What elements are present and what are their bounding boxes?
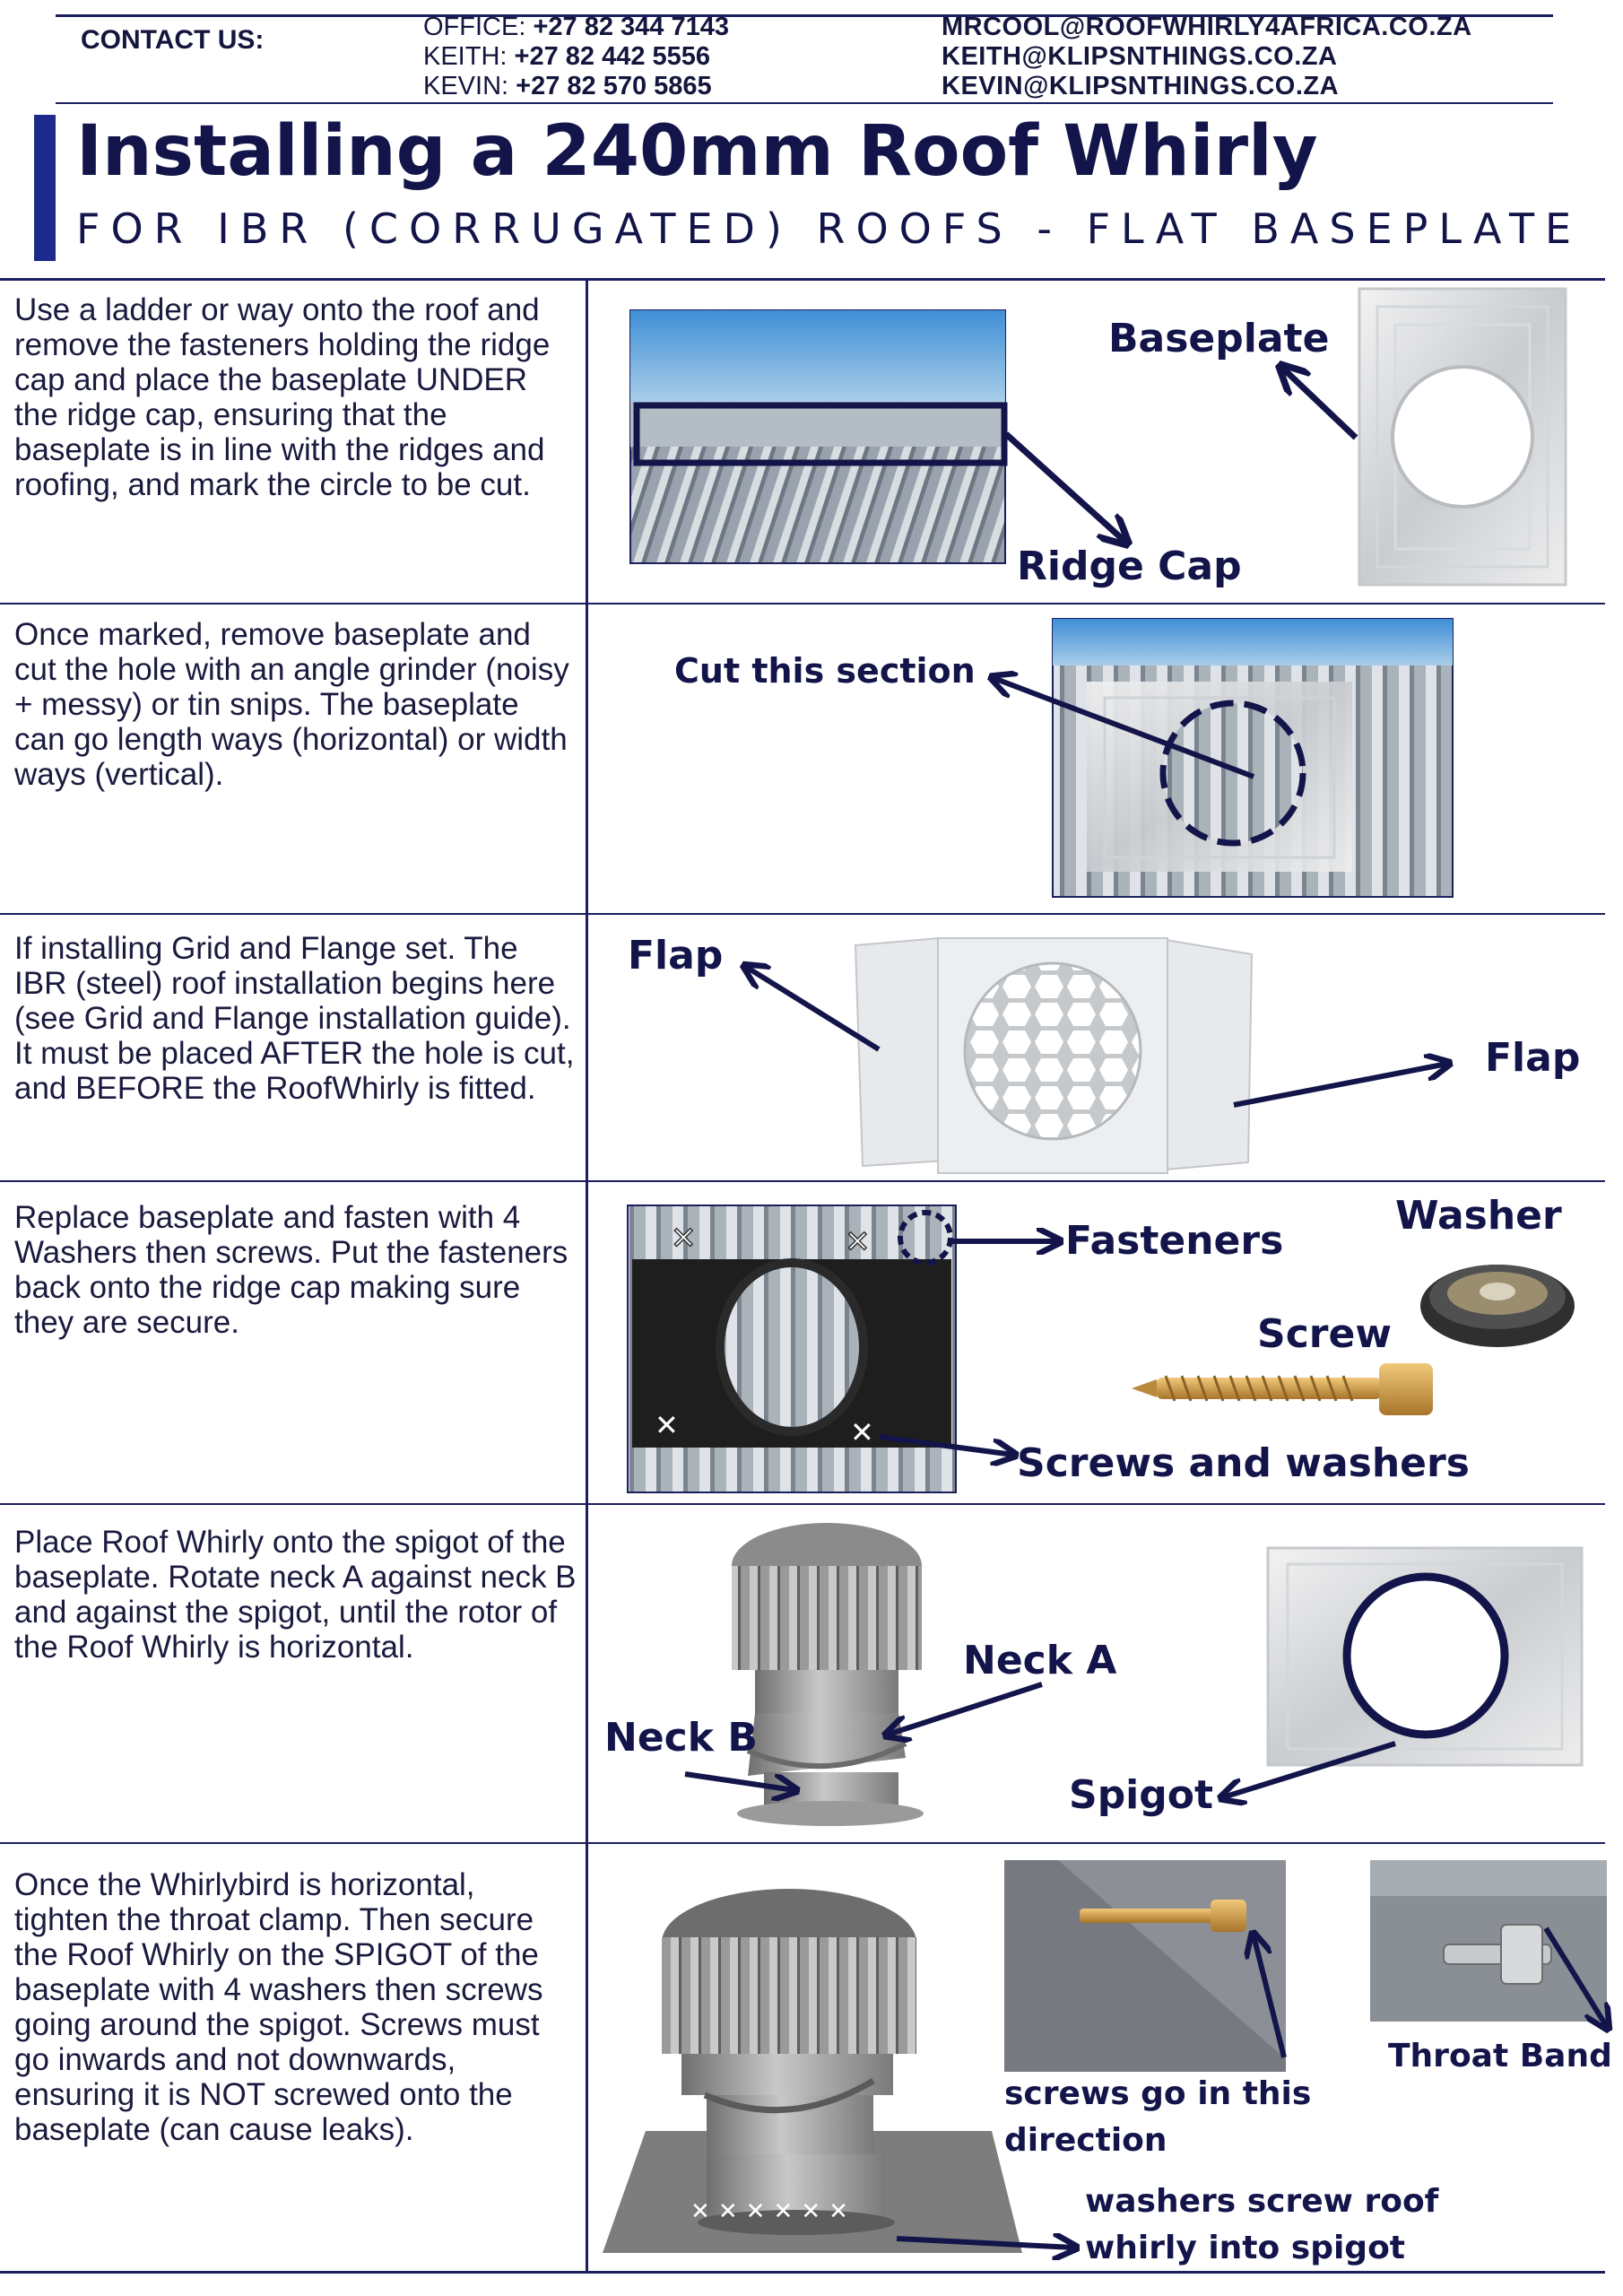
row-divider-2 bbox=[0, 913, 1605, 915]
phone-office-number: +27 82 344 7143 bbox=[533, 13, 729, 41]
phone-keith-number: +27 82 442 5556 bbox=[514, 42, 711, 71]
throat-band-arrow bbox=[1543, 1926, 1607, 2027]
email-keith[interactable]: KEITH@KLIPSNTHINGS.CO.ZA bbox=[942, 42, 1338, 71]
label-cut-section: Cut this section bbox=[674, 651, 976, 691]
row-divider-bottom bbox=[0, 2271, 1605, 2274]
ridge-cap-arrow bbox=[1003, 431, 1125, 542]
title-accent-bar bbox=[34, 115, 56, 261]
label-neck-b: Neck B bbox=[604, 1715, 758, 1761]
label-washers-1: washers screw roof bbox=[1085, 2183, 1439, 2220]
step-5-whirly-photo bbox=[732, 1523, 924, 1826]
row-divider-4 bbox=[0, 1503, 1605, 1505]
row-divider-3 bbox=[0, 1180, 1605, 1182]
label-screws-direction-1: screws go in this bbox=[1004, 2075, 1312, 2112]
phone-keith-name: KEITH: bbox=[423, 42, 508, 71]
step-2-cut-photo bbox=[1052, 618, 1454, 898]
step-4-text: Replace baseplate and fasten with 4 Wash… bbox=[14, 1200, 568, 1340]
phone-list: OFFICE: +27 82 344 7143 KEITH: +27 82 44… bbox=[423, 13, 729, 101]
step-3-grid-photo bbox=[854, 936, 1254, 1174]
step-6-text: Once the Whirlybird is horizontal, tight… bbox=[14, 1867, 543, 2147]
label-fasteners: Fasteners bbox=[1065, 1218, 1284, 1264]
page-title: Installing a 240mm Roof Whirly bbox=[76, 111, 1318, 192]
neck-a-arrow bbox=[888, 1682, 1043, 1735]
step-1-roof-photo bbox=[629, 309, 1008, 564]
step-5-text: Place Roof Whirly onto the spigot of the… bbox=[14, 1525, 577, 1665]
label-neck-a: Neck A bbox=[963, 1638, 1117, 1683]
phone-kevin[interactable]: KEVIN: +27 82 570 5865 bbox=[423, 72, 729, 101]
screw-image bbox=[1132, 1363, 1433, 1415]
label-screws-direction-2: direction bbox=[1004, 2122, 1167, 2159]
email-kevin[interactable]: KEVIN@KLIPSNTHINGS.CO.ZA bbox=[942, 72, 1340, 100]
email-mrcool[interactable]: MRCOOL@ROOFWHIRLY4AFRICA.CO.ZA bbox=[942, 13, 1472, 41]
step-2-text: Once marked, remove baseplate and cut th… bbox=[14, 617, 569, 792]
svg-text:✕: ✕ bbox=[671, 1221, 697, 1257]
row-divider-top bbox=[0, 278, 1605, 281]
baseplate-arrow bbox=[1282, 368, 1358, 440]
page-subtitle: FOR IBR (CORRUGATED) ROOFS - FLAT BASEPL… bbox=[76, 204, 1583, 253]
flap-left-arrow bbox=[746, 967, 881, 1052]
label-screw: Screw bbox=[1257, 1311, 1392, 1357]
row-divider-5 bbox=[0, 1842, 1605, 1844]
header-top-rule bbox=[56, 14, 1553, 17]
spigot-arrow bbox=[1223, 1741, 1396, 1797]
screw-direction-arrow bbox=[1254, 1935, 1287, 2058]
label-throat-band: Throat Band bbox=[1388, 2038, 1612, 2074]
phone-office-name: OFFICE: bbox=[423, 13, 526, 41]
phone-keith[interactable]: KEITH: +27 82 442 5556 bbox=[423, 42, 729, 72]
contact-label: CONTACT US: bbox=[81, 25, 265, 55]
phone-office[interactable]: OFFICE: +27 82 344 7143 bbox=[423, 13, 729, 42]
svg-text:✕: ✕ bbox=[655, 1408, 679, 1442]
step-3-text: If installing Grid and Flange set. The I… bbox=[14, 931, 575, 1106]
screws-washers-arrow bbox=[878, 1434, 1013, 1455]
email-list: MRCOOL@ROOFWHIRLY4AFRICA.CO.ZA KEITH@KLI… bbox=[942, 13, 1472, 101]
row-divider-1 bbox=[0, 603, 1605, 604]
step-5-baseplate-photo bbox=[1266, 1546, 1584, 1767]
label-screws-and-washers: Screws and washers bbox=[1017, 1440, 1470, 1486]
step-1-baseplate-photo bbox=[1358, 287, 1567, 587]
neck-b-arrow bbox=[684, 1771, 794, 1790]
label-baseplate: Baseplate bbox=[1108, 316, 1330, 361]
flap-right-arrow bbox=[1233, 1064, 1447, 1108]
step-4-fastening-photo: ✕ ✕ ✕ ✕ bbox=[627, 1205, 957, 1493]
column-divider bbox=[586, 280, 588, 2273]
label-ridge-cap: Ridge Cap bbox=[1017, 544, 1242, 589]
washers-arrow bbox=[896, 2239, 1074, 2248]
label-washers-2: whirly into spigot bbox=[1085, 2230, 1406, 2266]
label-flap-left: Flap bbox=[628, 933, 724, 978]
cut-arrow bbox=[994, 678, 1255, 779]
step-6-whirly-photo: ✕ ✕ ✕ ✕ ✕ ✕ bbox=[603, 1889, 1022, 2253]
screw-direction-photo bbox=[1004, 1860, 1286, 2072]
svg-text:✕ ✕ ✕ ✕ ✕ ✕: ✕ ✕ ✕ ✕ ✕ ✕ bbox=[690, 2198, 848, 2225]
label-flap-right: Flap bbox=[1485, 1035, 1581, 1081]
washer-image bbox=[1420, 1265, 1575, 1347]
svg-text:✕: ✕ bbox=[850, 1415, 874, 1449]
throat-band-photo bbox=[1370, 1860, 1607, 2022]
svg-text:✕: ✕ bbox=[845, 1224, 871, 1260]
phone-kevin-number: +27 82 570 5865 bbox=[516, 72, 712, 100]
step-1-text: Use a ladder or way onto the roof and re… bbox=[14, 292, 551, 502]
phone-kevin-name: KEVIN: bbox=[423, 72, 509, 100]
label-washer: Washer bbox=[1395, 1193, 1562, 1239]
header-bottom-rule bbox=[56, 102, 1553, 104]
label-spigot: Spigot bbox=[1069, 1772, 1214, 1818]
